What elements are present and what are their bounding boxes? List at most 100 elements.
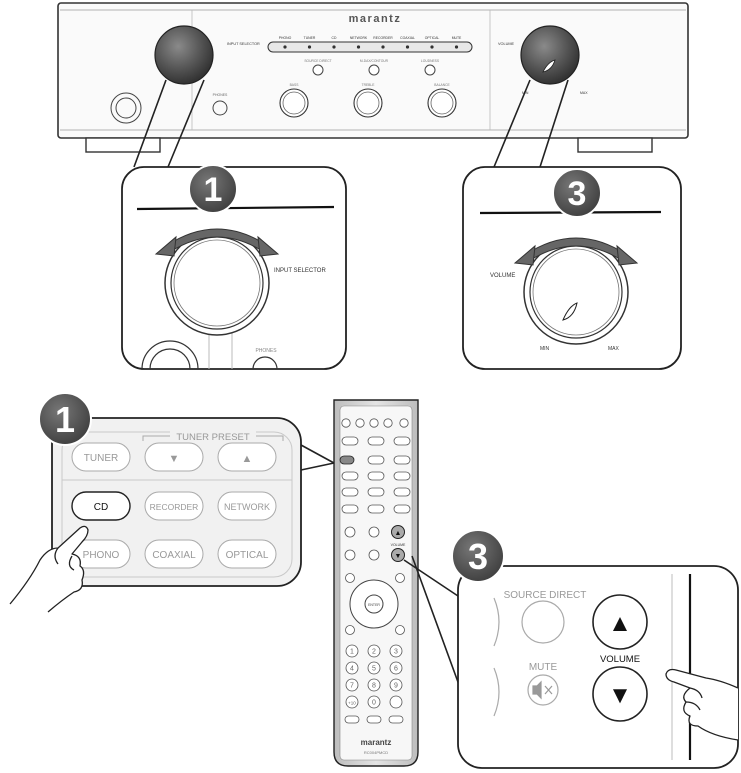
remote-button[interactable]: [369, 418, 379, 428]
remote-brand: marantz: [361, 738, 392, 747]
remote-button[interactable]: [366, 715, 382, 724]
remote-number-label: 0: [372, 700, 376, 707]
callout-volume-knob: VOLUME MIN MAX 3: [462, 166, 682, 370]
amp-input-label: NETWORK: [350, 36, 368, 40]
remote-button[interactable]: [344, 526, 356, 538]
remote-button[interactable]: [367, 487, 385, 497]
source-direct-button[interactable]: [521, 600, 565, 644]
remote-button[interactable]: [393, 455, 411, 465]
remote-button[interactable]: [393, 436, 411, 446]
remote-button[interactable]: [393, 487, 411, 497]
volume-down-button[interactable]: ▼: [592, 666, 648, 722]
remote-number-button[interactable]: [389, 695, 403, 709]
amp-top-button-label: M-DAX/CONTOUR: [360, 59, 389, 63]
remote-number-button[interactable]: [345, 661, 359, 675]
speaker-mute-icon: [532, 680, 553, 700]
remote-input-panel: TUNER PRESET TUNER ▼ ▲ CD RECORDER NETWO…: [9, 392, 335, 613]
preset-up-arrow-icon: ▲: [242, 453, 253, 465]
amp-tone-knob-ring: [356, 91, 380, 115]
preset-down-button[interactable]: ▼: [144, 442, 204, 472]
remote-model: RC004PMCD: [364, 750, 388, 755]
remote-number-button[interactable]: [345, 695, 359, 709]
remote-button[interactable]: [395, 573, 405, 583]
input-selector-knob[interactable]: [154, 25, 214, 85]
remote-number-label: 7: [350, 683, 354, 690]
volume-indicator-icon: [562, 302, 578, 321]
remote-button[interactable]: [395, 625, 405, 635]
preset-up-button[interactable]: ▲: [217, 442, 277, 472]
remote-volume-label: VOLUME: [391, 543, 406, 547]
remote-number-button[interactable]: [345, 644, 359, 658]
remote-button[interactable]: [368, 549, 380, 561]
remote-button[interactable]: [345, 573, 355, 583]
remote-button[interactable]: [344, 549, 356, 561]
amp-top-button[interactable]: [424, 64, 436, 76]
remote-button[interactable]: [341, 504, 359, 514]
source-direct-label: SOURCE DIRECT: [504, 590, 587, 601]
remote-number-label: 4: [350, 666, 354, 673]
remote-button[interactable]: [367, 436, 385, 446]
remote-button[interactable]: [388, 715, 404, 724]
cd-button[interactable]: CD: [71, 491, 131, 521]
amp-volume-knob[interactable]: [520, 25, 580, 85]
remote-cursor-pad[interactable]: ENTER: [349, 579, 399, 629]
phono-button-label: PHONO: [83, 550, 120, 561]
hand-pointer-icon: [9, 525, 89, 613]
remote-number-button[interactable]: [367, 661, 381, 675]
remote-button[interactable]: [383, 418, 393, 428]
remote-volume-down-icon: ▼: [395, 553, 402, 560]
volume-up-button[interactable]: ▲: [592, 594, 648, 650]
remote-number-button[interactable]: [389, 644, 403, 658]
remote-number-button[interactable]: [367, 695, 381, 709]
remote-button[interactable]: [341, 418, 351, 428]
amp-input-led: [356, 45, 361, 49]
network-button[interactable]: NETWORK: [217, 491, 277, 521]
remote-volume-down-button[interactable]: [391, 548, 405, 562]
remote-number-button[interactable]: [389, 661, 403, 675]
remote-button[interactable]: [341, 436, 359, 446]
amp-top-button[interactable]: [368, 64, 380, 76]
remote-button[interactable]: [367, 504, 385, 514]
recorder-button[interactable]: RECORDER: [144, 491, 204, 521]
remote-number-button[interactable]: [367, 644, 381, 658]
step-badge-3: [552, 168, 602, 218]
amp-input-label: TUNER: [304, 36, 316, 40]
amp-top-button-label: LOUDNESS: [421, 59, 440, 63]
remote-cd-button[interactable]: [339, 455, 355, 465]
optical-button[interactable]: OPTICAL: [217, 539, 277, 569]
remote-number-button[interactable]: [367, 678, 381, 692]
tuner-button-label: TUNER: [84, 453, 118, 464]
amp-top-button[interactable]: [312, 64, 324, 76]
remote-button[interactable]: [345, 625, 355, 635]
remote-number-button[interactable]: [345, 678, 359, 692]
remote-volume-panel: SOURCE DIRECT MUTE ▲ VOLUME ▼ 3: [403, 529, 739, 769]
mute-button[interactable]: [527, 674, 559, 706]
remote-button[interactable]: [355, 418, 365, 428]
amp-brand-text: marantz: [349, 13, 402, 25]
mute-label: MUTE: [529, 662, 558, 673]
callout-min-label: MIN: [540, 346, 550, 352]
recorder-button-label: RECORDER: [150, 502, 199, 512]
tuner-button[interactable]: TUNER: [71, 442, 131, 472]
network-button-label: NETWORK: [224, 502, 270, 512]
remote-button[interactable]: [367, 455, 385, 465]
remote-button[interactable]: [368, 526, 380, 538]
remote-button[interactable]: [393, 471, 411, 481]
remote-button[interactable]: [367, 471, 385, 481]
step-badge-1-number: 1: [204, 171, 223, 209]
amp-input-led: [307, 45, 312, 49]
coaxial-button[interactable]: COAXIAL: [144, 539, 204, 569]
remote-button[interactable]: [399, 418, 409, 428]
remote-button[interactable]: [341, 471, 359, 481]
volume-panel-label: VOLUME: [600, 654, 640, 665]
callout-input-selector-label: INPUT SELECTOR: [274, 268, 326, 274]
remote-button[interactable]: [344, 715, 360, 724]
remote-button[interactable]: [393, 504, 411, 514]
remote-button[interactable]: [341, 487, 359, 497]
remote-volume-up-button[interactable]: [391, 525, 405, 539]
rotate-arrow-icon: [154, 228, 280, 257]
remote-number-button[interactable]: [389, 678, 403, 692]
